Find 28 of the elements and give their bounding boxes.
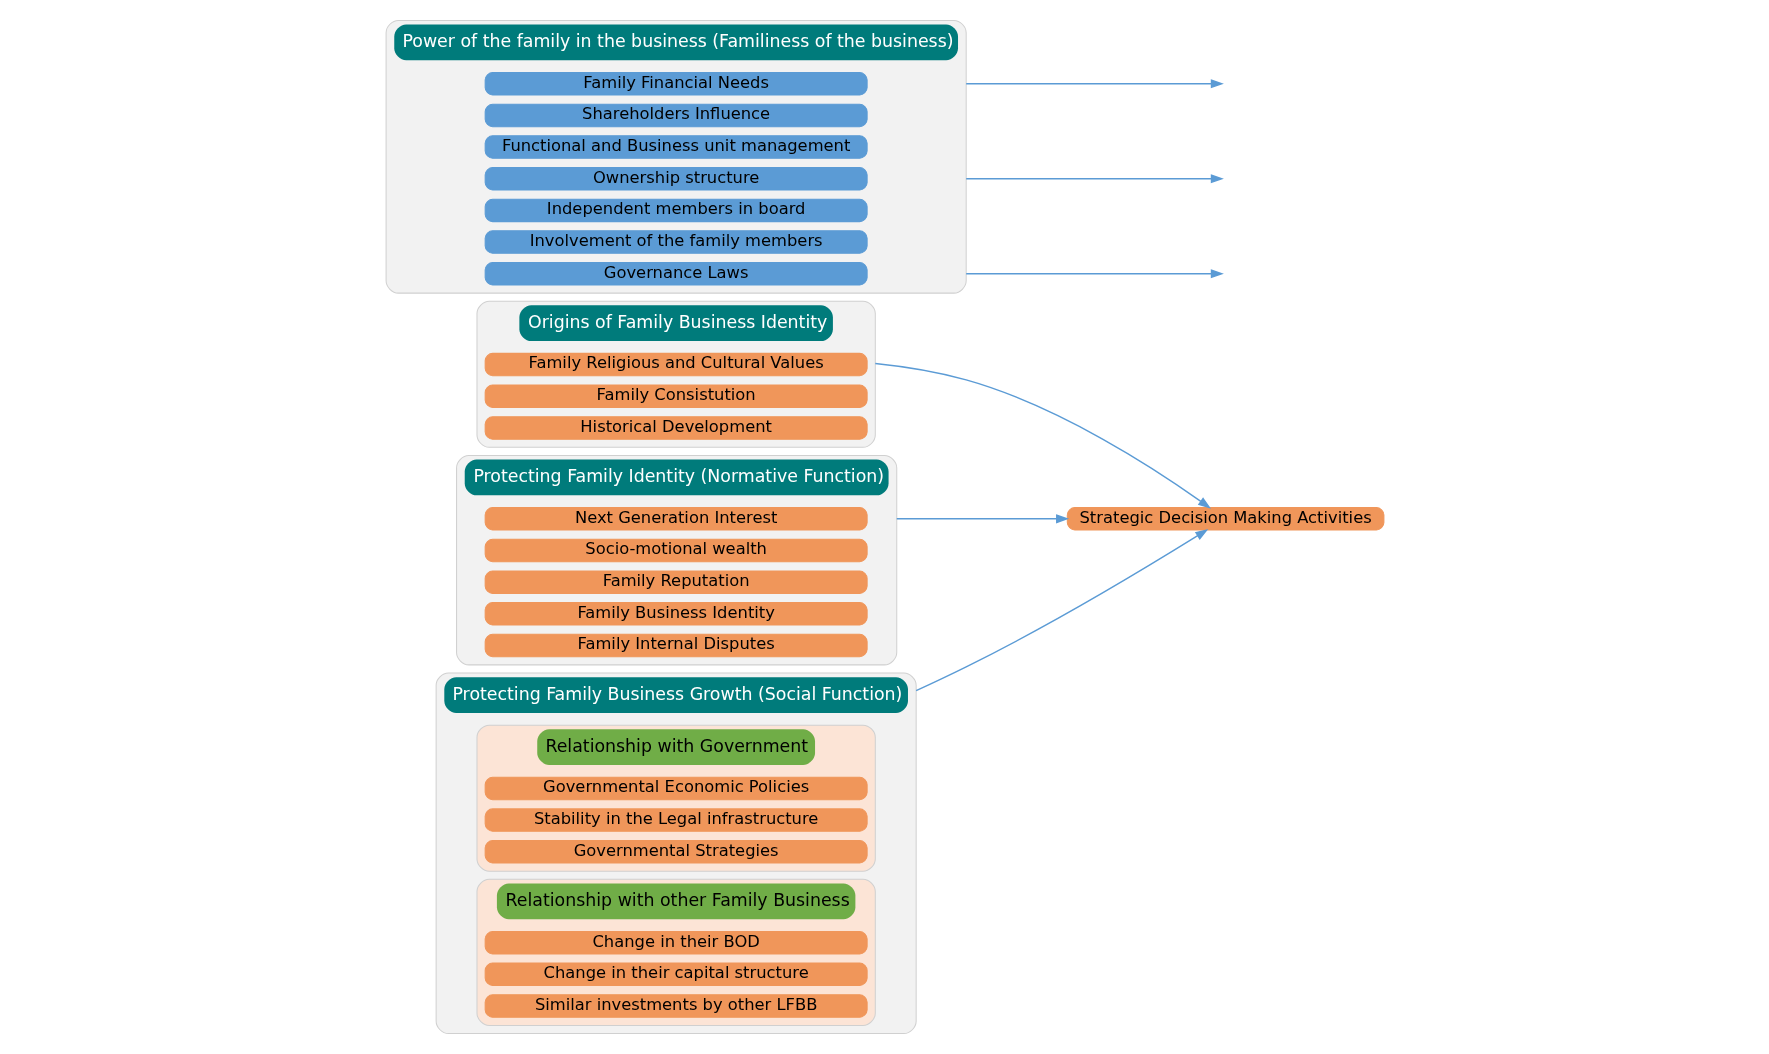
node-box: Next Generation Interest	[484, 507, 868, 531]
node-box: Historical Development	[484, 416, 868, 440]
node-box: Family Religious and Cultural Values	[484, 352, 868, 377]
node-box: Ownership structure	[484, 167, 868, 191]
arrow	[874, 362, 1211, 509]
arrow	[964, 269, 1224, 279]
node-box: Strategic Decision Making Activities	[1066, 507, 1384, 531]
node-box: Similar investments by other LFBB	[484, 994, 868, 1018]
node-box: Change in their BOD	[484, 930, 868, 955]
node-box: Involvement of the family members	[484, 230, 868, 254]
node-box: Shareholders Influence	[484, 103, 868, 128]
node-box: Family Financial Needs	[484, 72, 868, 96]
node-box: Family Business Identity	[484, 602, 868, 626]
node-box: Independent members in board	[484, 198, 868, 223]
node-box: Governmental Economic Policies	[484, 776, 868, 801]
node-box: Family Internal Disputes	[484, 633, 868, 658]
arrow	[964, 79, 1224, 89]
node-box: Family Reputation	[484, 570, 868, 594]
arrow	[914, 529, 1208, 692]
node-box: Stability in the Legal infrastructure	[484, 808, 868, 832]
node-box: Governmental Strategies	[484, 840, 868, 864]
node-box: Functional and Business unit management	[484, 135, 868, 159]
node-box: Socio-motional wealth	[484, 538, 868, 563]
arrow	[964, 174, 1224, 184]
arrow	[895, 514, 1069, 524]
node-box: Family Consistution	[484, 384, 868, 408]
node-box: Governance Laws	[484, 261, 868, 286]
node-box: Change in their capital structure	[484, 962, 868, 987]
